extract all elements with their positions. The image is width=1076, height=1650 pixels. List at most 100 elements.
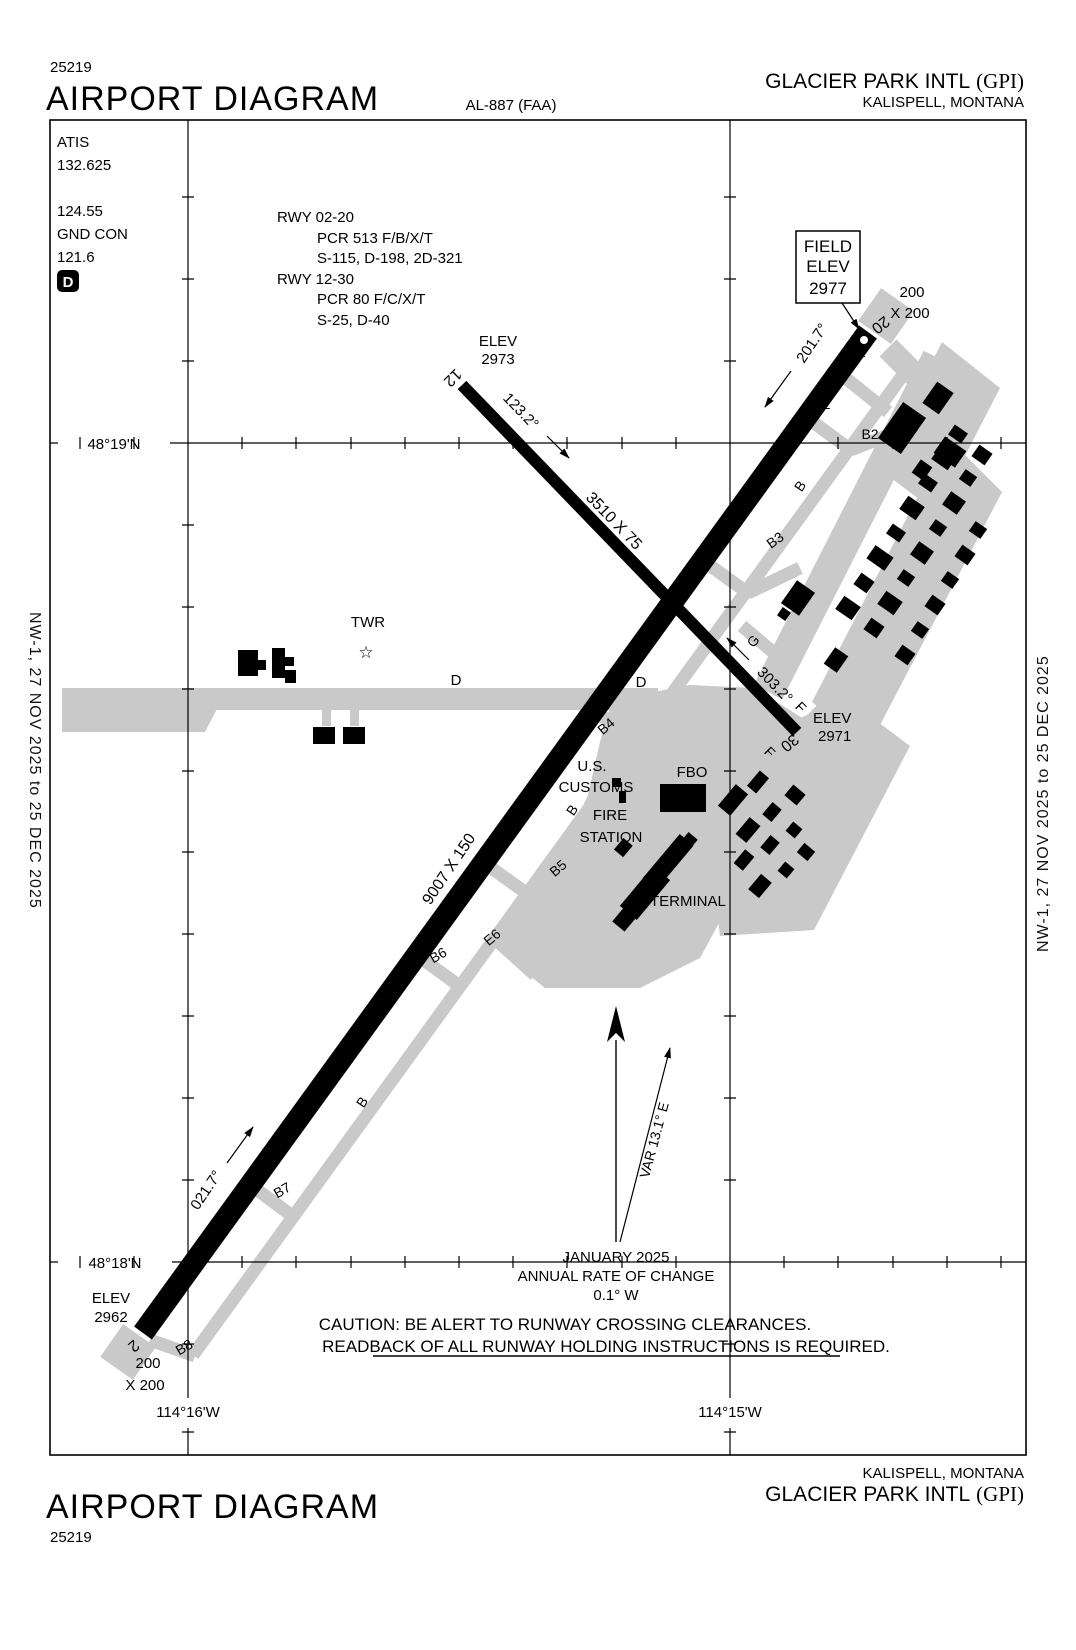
connector-b3: [701, 556, 752, 599]
stub-d1: [322, 710, 331, 726]
variation-label: VAR 13.1° E: [636, 1100, 672, 1179]
customs-label-2: CUSTOMS: [559, 779, 634, 796]
hangar: [924, 594, 946, 616]
hangar: [954, 544, 976, 566]
footer: KALISPELL, MONTANA GLACIER PARK INTL(GPI…: [46, 1465, 1024, 1546]
elev-2962-value: 2962: [94, 1309, 127, 1326]
taxiway-label-b8: B8: [173, 1336, 196, 1359]
hangar: [823, 647, 849, 673]
edition-right: NW-1, 27 NOV 2025 to 25 DEC 2025: [1035, 655, 1052, 952]
building: [285, 657, 294, 666]
customs-label-1: U.S.: [577, 758, 606, 775]
hangar: [746, 770, 770, 794]
hangar: [877, 590, 903, 616]
taxiway-layer: [62, 288, 1002, 1380]
hangar: [717, 784, 749, 816]
tower-map-label: TWR: [351, 614, 385, 631]
tower-frequency: 124.55: [57, 203, 103, 220]
heading-arrow-021: [226, 1126, 254, 1164]
connector-b6: [416, 951, 466, 994]
field-elevation-dot: [860, 336, 868, 344]
connector-30-ramp: [796, 730, 844, 775]
hangar: [835, 595, 861, 621]
hangar: [922, 381, 954, 415]
elev-2971-label: ELEV: [813, 710, 851, 727]
hangar: [968, 521, 988, 539]
lon-west-ticks: [182, 196, 194, 1433]
rwy1230-label: RWY 12-30: [277, 271, 354, 288]
taxiway-label-f-upper: F: [792, 698, 809, 715]
north-arrow-head: [607, 1006, 625, 1042]
hangar: [777, 607, 791, 621]
runway-12-30: [457, 380, 802, 737]
fire-station-building: [613, 838, 633, 858]
annotation-layer: [226, 230, 861, 1357]
taxiway-label-b2-lower: B2: [861, 426, 878, 442]
connector-b3b: [745, 562, 803, 599]
caution-line-2: READBACK OF ALL RUNWAY HOLDING INSTRUCTI…: [322, 1337, 890, 1356]
hangar: [928, 519, 948, 537]
lat-south-ticks: [79, 1256, 1002, 1268]
edition-left: NW-1, 27 NOV 2025 to 25 DEC 2025: [26, 612, 43, 909]
field-elev-value: 2977: [809, 279, 847, 298]
hangar: [971, 444, 993, 466]
grid-layer: 48°19'N 48°18'N 114°16'W 114°15'W: [50, 120, 1026, 1455]
hangar: [899, 495, 925, 521]
variation-date: JANUARY 2025: [562, 1249, 669, 1266]
clearance-delivery-letter: D: [63, 274, 74, 291]
runway2-pad: [100, 1324, 156, 1380]
lon-east-label: 114°15'W: [698, 1404, 762, 1421]
atis-frequency: 132.625: [57, 157, 111, 174]
connector-b5: [482, 858, 533, 901]
apron-east-ramp: [700, 698, 910, 936]
stub-d2: [350, 710, 359, 726]
building: [258, 660, 266, 670]
airport-icao-text: (GPI): [976, 69, 1024, 93]
rwy0220-strength: S-115, D-198, 2D-321: [317, 250, 463, 267]
heading-arrow-303: [726, 637, 750, 661]
runway20-pad: [858, 288, 914, 344]
hangar: [942, 491, 966, 515]
ground-frequency: 121.6: [57, 249, 95, 266]
connector-b4: [592, 706, 643, 749]
hangar: [748, 873, 772, 899]
rwy0220-pcr: PCR 513 F/B/X/T: [317, 230, 433, 247]
hangar: [785, 821, 803, 839]
hangar: [796, 842, 816, 862]
hangar: [910, 621, 930, 639]
hangar: [894, 644, 916, 666]
heading-201-label: 201.7°: [793, 320, 831, 366]
pad-south-size-2: X 200: [125, 1377, 164, 1394]
pad-north-size-1: 200: [899, 284, 924, 301]
field-elev-line1: FIELD: [804, 237, 852, 256]
terminal-building: [612, 898, 644, 932]
hangar: [780, 580, 816, 616]
terminal-label: TERMINAL: [650, 893, 726, 910]
field-elev-box: [795, 230, 861, 304]
lat-north-label: 48°19'N: [87, 436, 140, 453]
lon-west-label: 114°16'W: [156, 1404, 220, 1421]
city-top: KALISPELL, MONTANA: [863, 94, 1024, 111]
building: [285, 670, 296, 683]
field-elevation: FIELD ELEV 2977: [804, 237, 852, 298]
building: [272, 648, 285, 678]
atis-label: ATIS: [57, 134, 89, 151]
hangar-large: [877, 401, 927, 455]
city-bottom: KALISPELL, MONTANA: [863, 1465, 1024, 1482]
hangar: [896, 569, 916, 587]
taxiway-d-west-pad: [62, 688, 228, 732]
pad-south-size-1: 200: [135, 1355, 160, 1372]
fbo-label: FBO: [677, 764, 708, 781]
runway-data-block: RWY 02-20 PCR 513 F/B/X/T S-115, D-198, …: [277, 209, 463, 329]
variation-rate-2: 0.1° W: [593, 1287, 639, 1304]
facility-labels: TWR ☆ U.S. CUSTOMS FBO FIRE STATION TERM…: [351, 614, 726, 910]
variation-rate-1: ANNUAL RATE OF CHANGE: [518, 1268, 715, 1285]
elev-2971-value: 2971: [818, 728, 851, 745]
page-title: AIRPORT DIAGRAM: [46, 80, 379, 118]
airport-icao-text: (GPI): [976, 1482, 1024, 1506]
hangar: [762, 802, 782, 822]
map-border: [49, 119, 1027, 1456]
page-title-bottom: AIRPORT DIAGRAM: [46, 1488, 379, 1526]
